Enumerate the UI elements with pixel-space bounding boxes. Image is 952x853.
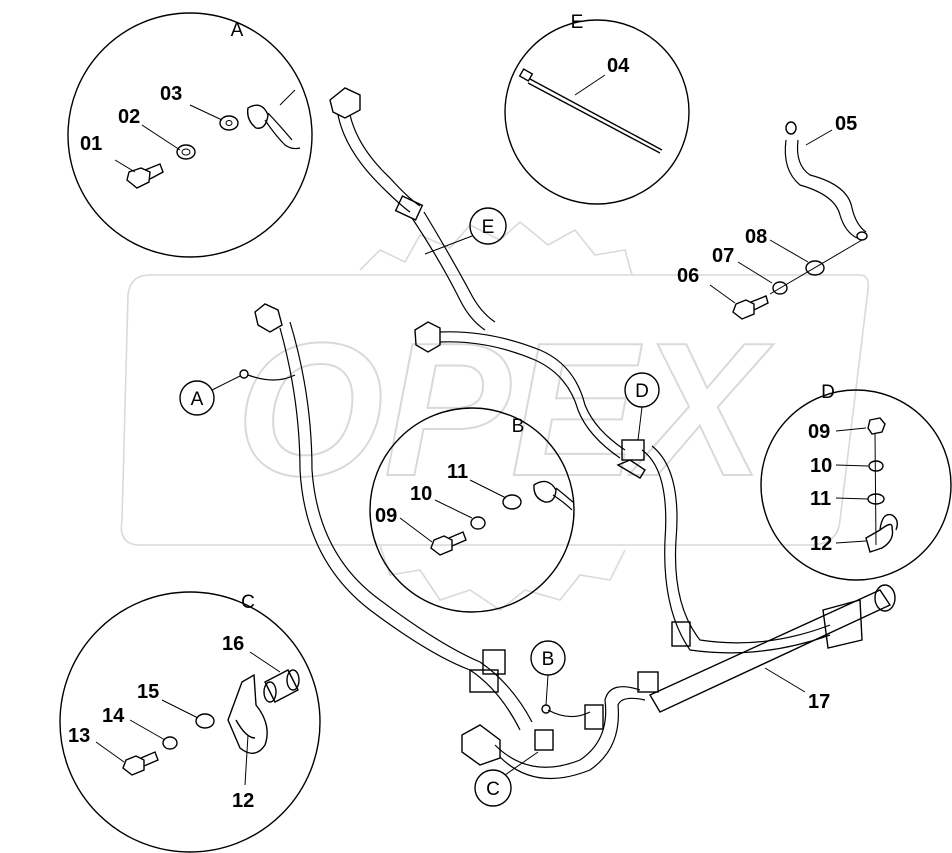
p-clip-icon bbox=[865, 523, 894, 553]
callout-07: 07 bbox=[712, 245, 734, 267]
bolt-set-06-08: 06 07 08 bbox=[677, 226, 863, 320]
callout-03: 03 bbox=[160, 83, 182, 105]
connector-icon bbox=[414, 321, 441, 353]
callout-d-12: 12 bbox=[810, 533, 832, 555]
callout-05: 05 bbox=[835, 113, 857, 135]
callout-17: 17 bbox=[808, 691, 830, 713]
bolt-icon bbox=[430, 535, 453, 556]
flat-washer-icon bbox=[502, 494, 522, 510]
bolt-icon bbox=[732, 299, 755, 320]
detail-c: C 13 14 15 16 12 bbox=[59, 591, 321, 853]
callout-08: 08 bbox=[745, 226, 767, 248]
connector-icon bbox=[461, 724, 501, 766]
tube-17 bbox=[649, 589, 892, 713]
watermark-logo: OPEX bbox=[120, 220, 870, 611]
bolt-icon bbox=[122, 755, 145, 776]
marker-a: A bbox=[179, 375, 241, 416]
marker-b: B bbox=[530, 640, 566, 706]
callout-14: 14 bbox=[102, 705, 125, 727]
marker-c-label: C bbox=[486, 779, 500, 800]
connector-icon bbox=[254, 303, 283, 333]
callout-13: 13 bbox=[68, 725, 90, 747]
callout-d-09: 09 bbox=[808, 421, 830, 443]
detail-e-title: E bbox=[571, 12, 584, 33]
detail-e: E 04 bbox=[504, 12, 690, 205]
marker-e: E bbox=[424, 207, 507, 255]
flat-washer-icon bbox=[805, 260, 825, 276]
detail-d-title: D bbox=[821, 382, 835, 403]
detail-c-title: C bbox=[241, 592, 255, 613]
bolt-icon bbox=[867, 417, 886, 435]
detail-b: B 09 10 11 bbox=[369, 407, 575, 613]
marker-c: C bbox=[474, 751, 539, 807]
spacer-sleeve-icon bbox=[263, 669, 300, 703]
ring-terminal-icon bbox=[246, 104, 269, 129]
callout-d-10: 10 bbox=[810, 455, 832, 477]
marker-b-label: B bbox=[542, 649, 555, 670]
watermark-text: OPEX bbox=[236, 304, 774, 516]
lock-washer-icon bbox=[868, 460, 884, 472]
marker-d-label: D bbox=[635, 381, 649, 402]
cable-tie-icon bbox=[518, 68, 663, 154]
callout-b-11: 11 bbox=[447, 461, 468, 483]
callout-b-10: 10 bbox=[410, 483, 432, 505]
callout-b-09: 09 bbox=[375, 505, 397, 527]
p-clip-icon bbox=[227, 673, 268, 754]
marker-e-label: E bbox=[482, 217, 495, 238]
flat-washer-icon bbox=[219, 115, 239, 131]
marker-a-label: A bbox=[191, 389, 204, 410]
lock-washer-icon bbox=[772, 281, 788, 295]
ring-terminal-icon bbox=[533, 480, 557, 503]
detail-b-title: B bbox=[512, 416, 525, 437]
detail-a-title: A bbox=[231, 20, 244, 41]
callout-16: 16 bbox=[222, 633, 244, 655]
callout-04: 04 bbox=[607, 55, 630, 77]
bolt-icon bbox=[126, 163, 164, 189]
lock-washer-icon bbox=[162, 736, 178, 750]
detail-d: D 09 10 11 12 bbox=[760, 382, 952, 581]
callout-01: 01 bbox=[80, 133, 102, 155]
detail-a: A 01 02 03 bbox=[67, 12, 313, 258]
callout-c-12: 12 bbox=[232, 790, 254, 812]
flat-washer-icon bbox=[195, 713, 215, 729]
lock-washer-icon bbox=[470, 516, 486, 530]
callout-06: 06 bbox=[677, 265, 699, 287]
callout-15: 15 bbox=[137, 681, 159, 703]
callout-02: 02 bbox=[118, 106, 140, 128]
marker-d: D bbox=[624, 372, 660, 441]
main-harness bbox=[239, 87, 896, 780]
hose-05: 05 bbox=[784, 113, 868, 241]
callout-d-11: 11 bbox=[810, 488, 831, 510]
lock-washer-icon bbox=[176, 144, 196, 160]
connector-icon bbox=[329, 87, 361, 119]
